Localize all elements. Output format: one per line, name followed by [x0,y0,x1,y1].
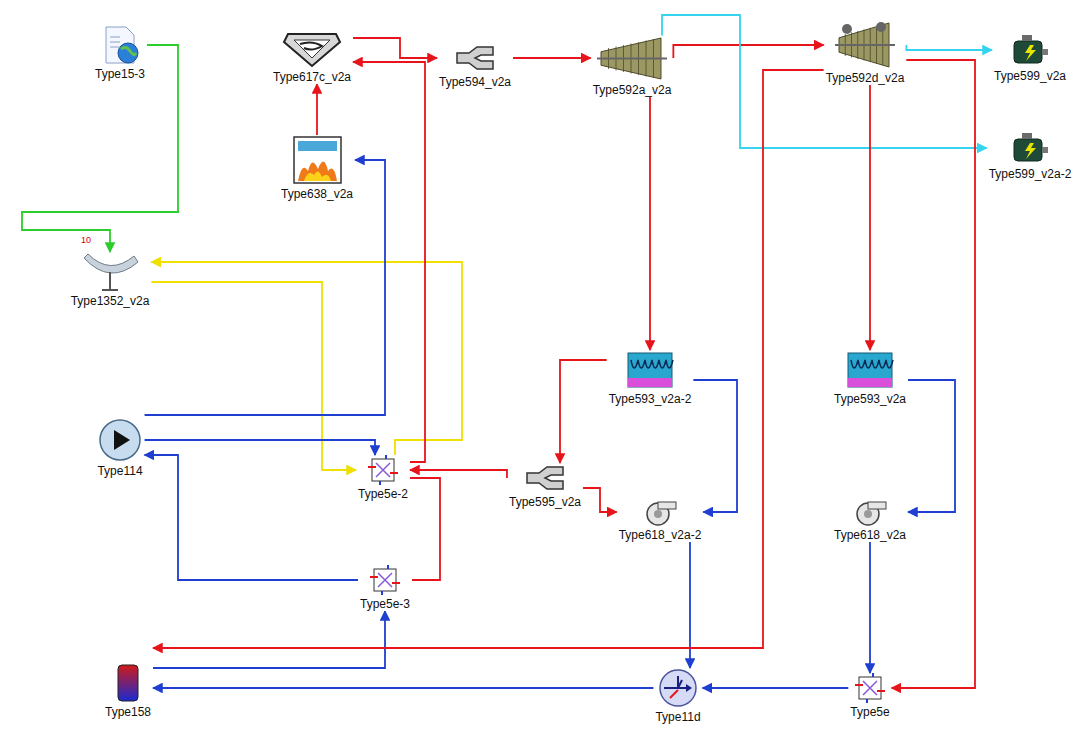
component-icon [852,498,888,526]
flow-connector [153,611,385,668]
component-block: Type617c_v2a [271,28,353,84]
flow-connector [703,687,849,689]
component-label: Type15-3 [93,67,147,81]
component-block: Type593_v2a-2 [607,350,694,406]
component-icon [1010,131,1050,165]
flow-connector [153,70,824,648]
component-icon [370,565,400,595]
component-icon [1010,33,1050,67]
component-block: Type114 [95,418,144,478]
component-icon [98,418,142,462]
flow-connector [869,542,871,673]
component-icon [455,43,495,73]
component-label: Type618_v2a-2 [617,528,704,542]
component-block: Type1352_v2a [69,252,152,308]
component-label: Type595_v2a [507,495,583,509]
component-icon [835,21,895,69]
component-block: Type5e-3 [358,565,412,611]
component-label: Type158 [103,705,153,719]
component-block: Type618_v2a [832,498,908,542]
flow-connector [22,45,178,252]
component-block: Type599_v2a [992,33,1068,83]
component-icon [80,252,140,292]
flow-connector [583,488,617,512]
flow-connector [151,262,462,455]
component-block: Type158 [103,663,153,719]
flow-connector [145,455,358,580]
flow-connector [908,380,955,512]
flow-connector [513,57,591,59]
flow-connector [353,38,437,58]
component-label: Type594_v2a [437,75,513,89]
component-icon [368,455,398,485]
component-icon [282,28,342,68]
parameter-label: 10 [80,235,92,245]
component-block: Type595_v2a [507,463,583,509]
component-block: Type592d_v2a [824,21,907,85]
component-label: Type11d [653,710,702,724]
flow-connector [316,84,318,135]
flow-connector [410,470,507,478]
flow-connector [906,45,992,50]
component-icon [290,135,345,185]
component-icon [855,673,885,703]
flow-connector [662,15,987,148]
flow-connector [649,97,651,351]
flow-connector [151,282,356,470]
component-icon [642,498,678,526]
component-block: Type592a_v2a [591,36,674,97]
component-block: Type5e [848,673,891,719]
component-label: Type592d_v2a [824,71,907,85]
component-label: Type5e [848,705,891,719]
component-label: Type599_v2a-2 [987,167,1074,181]
component-icon [100,25,140,65]
flow-connector [153,687,653,689]
component-label: Type593_v2a-2 [607,392,694,406]
component-icon [525,463,565,493]
flow-connector [869,85,871,350]
component-block: Type594_v2a [437,43,513,89]
component-icon [625,350,675,390]
component-icon [656,668,700,708]
component-label: Type5e-3 [358,597,412,611]
flow-connector [145,440,375,455]
flow-connector [560,360,607,463]
flow-connector [353,62,425,462]
component-label: Type617c_v2a [271,70,353,84]
component-label: Type638_v2a [279,187,355,201]
flow-connector [410,478,440,580]
component-block: Type5e-2 [356,455,410,501]
component-label: Type618_v2a [832,528,908,542]
component-block: Type618_v2a-2 [617,498,704,542]
flow-connector [145,160,385,415]
component-label: Type1352_v2a [69,294,152,308]
component-label: Type592a_v2a [591,83,674,97]
component-icon [597,36,667,81]
component-block: Type599_v2a-2 [987,131,1074,181]
flow-connector [892,60,975,688]
flow-connector [693,380,737,512]
component-label: Type5e-2 [356,487,410,501]
component-label: Type593_v2a [832,392,908,406]
component-label: Type114 [95,464,144,478]
component-block: Type593_v2a [832,350,908,406]
flow-connector [673,45,823,58]
component-block: Type11d [653,668,702,724]
component-label: Type599_v2a [992,69,1068,83]
flow-connector [689,542,691,668]
component-icon [114,663,142,703]
component-icon [845,350,895,390]
component-block: Type15-3 [93,25,147,81]
component-block: Type638_v2a [279,135,355,201]
